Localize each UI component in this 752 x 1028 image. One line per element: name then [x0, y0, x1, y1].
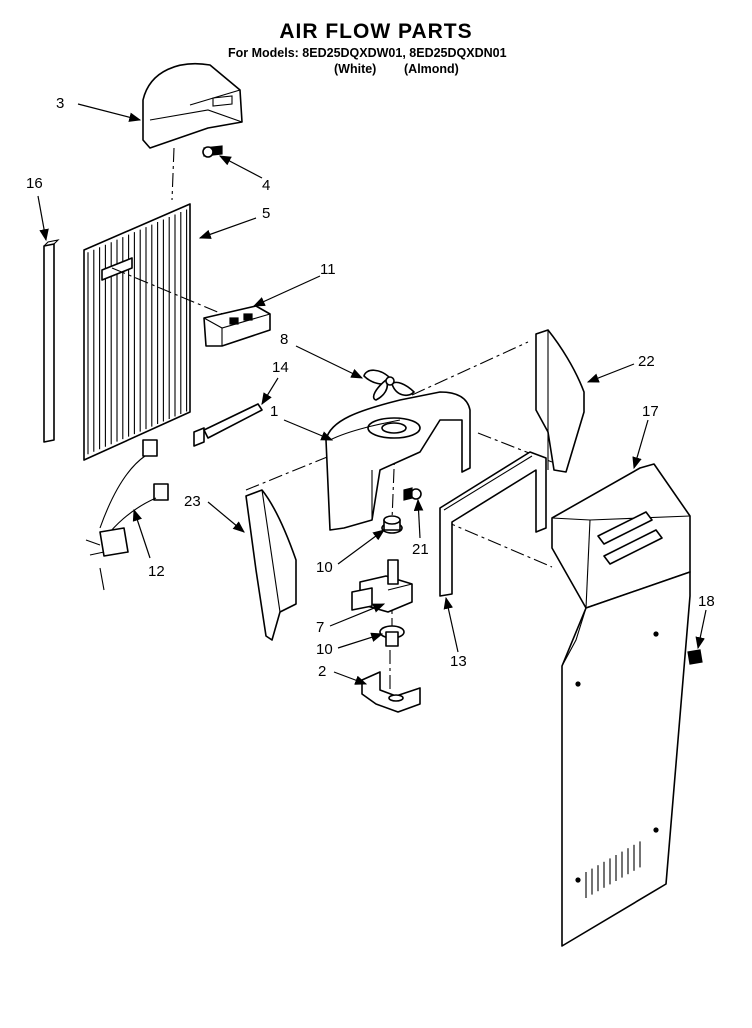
callout-16: 16: [26, 175, 43, 192]
assembly-line: [245, 454, 333, 491]
callout-1: 1: [270, 403, 279, 420]
part-7-fan-motor: [351, 559, 413, 613]
callout-12: 12: [148, 563, 165, 580]
leader-17: [632, 419, 649, 470]
callout-10-lower: 10: [316, 641, 333, 658]
part-5-evaporator-cover: [83, 203, 191, 461]
part-12-wire-harness: [85, 439, 169, 591]
part-8-fan-blade: [363, 369, 415, 401]
part-3-duct-cover: [142, 63, 243, 149]
part-4-screw: [202, 145, 223, 158]
callout-11: 11: [320, 261, 336, 278]
part-2-motor-bracket: [361, 671, 421, 713]
leader-8: [295, 345, 364, 379]
assembly-line: [441, 519, 553, 568]
leader-16: [37, 195, 49, 242]
assembly-line: [171, 147, 175, 201]
callout-5: 5: [262, 205, 271, 222]
assembly-line: [111, 267, 233, 319]
leader-1: [283, 419, 334, 441]
leader-12: [132, 508, 151, 559]
leader-10-upper: [337, 529, 385, 565]
leader-4: [218, 155, 263, 179]
callout-3: 3: [56, 95, 65, 112]
page-title: AIR FLOW PARTS: [279, 20, 473, 43]
leader-18: [695, 609, 707, 650]
assembly-line: [477, 432, 553, 463]
callout-10-upper: 10: [316, 559, 333, 576]
part-21-screw: [403, 487, 422, 501]
callout-2: 2: [318, 663, 327, 680]
callout-13: 13: [450, 653, 467, 670]
callout-18: 18: [698, 593, 715, 610]
leader-21: [413, 498, 424, 539]
leader-22: [586, 363, 635, 383]
part-13-duct-seal: [439, 451, 547, 597]
part-16-gasket: [43, 239, 60, 443]
part-10-grommet-upper: [381, 515, 403, 534]
part-11-control-bracket: [203, 305, 271, 347]
leader-13: [443, 596, 459, 653]
leader-2: [333, 671, 368, 685]
part-22-side-baffle: [535, 329, 585, 473]
part-18-screw: [687, 649, 703, 665]
models-line: For Models: 8ED25DQXDW01, 8ED25DQXDN01: [228, 46, 507, 60]
callout-22: 22: [638, 353, 655, 370]
part-17-fan-shroud: [551, 463, 691, 609]
callout-7: 7: [316, 619, 325, 636]
leader-5: [198, 217, 257, 239]
leader-14: [261, 377, 279, 406]
part-14-thermistor: [193, 403, 263, 447]
assembly-line: [411, 341, 529, 396]
leader-3: [77, 103, 142, 122]
variant-almond: (Almond): [404, 62, 459, 76]
callout-17: 17: [642, 403, 659, 420]
callout-21: 21: [412, 541, 429, 558]
leader-11: [252, 275, 321, 307]
part-23-side-baffle: [245, 489, 297, 641]
leader-7: [329, 603, 386, 627]
callout-4: 4: [262, 177, 271, 194]
part-1-fan-housing: [325, 391, 471, 531]
leader-23: [207, 501, 245, 533]
rear-air-panel: [561, 571, 691, 947]
variant-white: (White): [334, 62, 377, 76]
callout-23: 23: [184, 493, 201, 510]
part-10-grommet-lower: [379, 625, 405, 647]
callout-14: 14: [272, 359, 289, 376]
leader-10-lower: [337, 632, 384, 649]
callout-8: 8: [280, 331, 289, 348]
